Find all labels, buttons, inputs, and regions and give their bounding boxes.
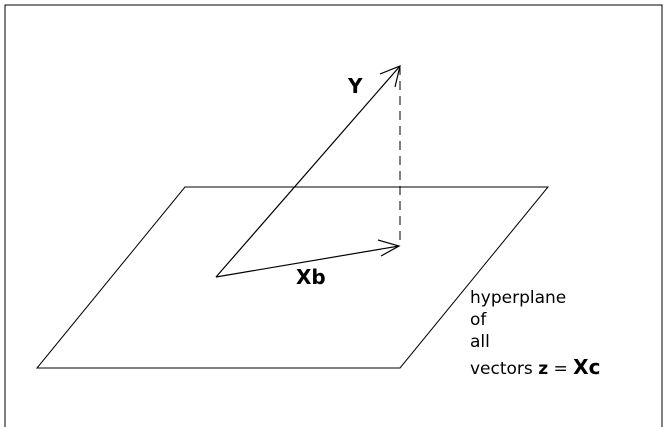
hyperplane-caption-line-3: all	[470, 332, 490, 352]
caption-equals-symbol: =	[548, 359, 573, 379]
figure-border	[4, 4, 663, 427]
vector-xb-label: Xb	[296, 265, 326, 289]
vector-xb-arrowhead	[377, 239, 401, 257]
caption-z-symbol: z	[538, 359, 548, 379]
vector-xb-line	[215, 245, 400, 278]
vector-y-label: Y	[347, 74, 363, 98]
caption-vectors-text: vectors	[470, 359, 538, 379]
vector-y-line	[215, 65, 401, 278]
hyperplane-caption-line-4: vectors z = Xc	[470, 355, 600, 379]
hyperplane-caption-line-1: hyperplane	[470, 288, 566, 308]
hyperplane-caption-line-2: of	[470, 310, 487, 330]
hyperplane-parallelogram	[35, 186, 550, 369]
caption-xc-symbol: Xc	[573, 355, 600, 379]
